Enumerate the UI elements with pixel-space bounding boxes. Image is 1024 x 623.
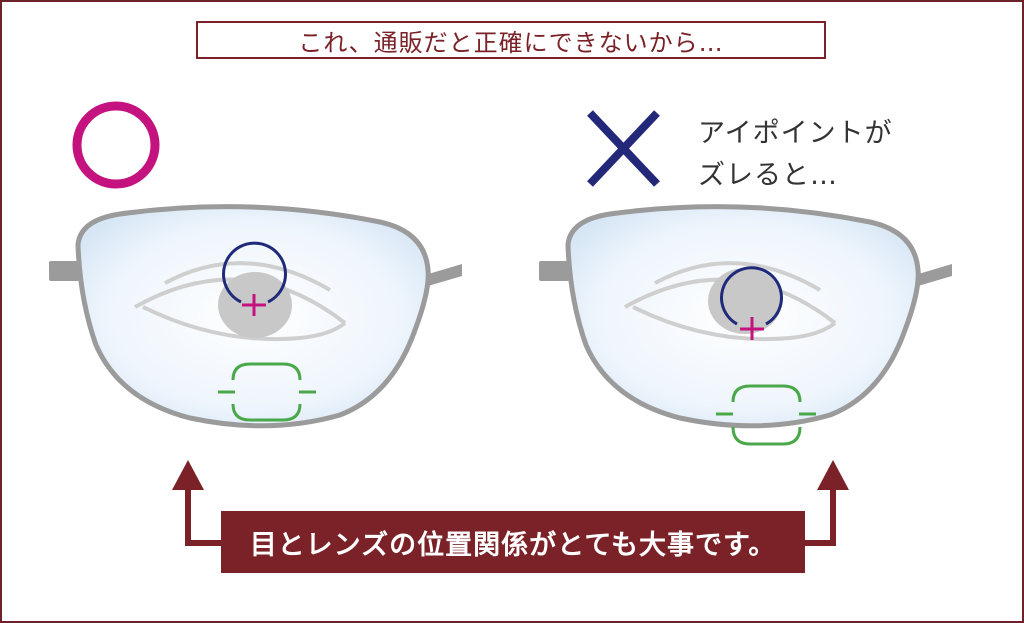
- title-text: これ、通販だと正確にできないから…: [298, 28, 724, 57]
- eyepoint-cross-icon: [740, 317, 764, 340]
- near-zone-icon: [716, 384, 816, 446]
- temple-right: [425, 264, 462, 286]
- arrow-right-icon: [800, 460, 849, 546]
- eyepoint-circle-icon: [720, 266, 783, 326]
- footer-message: 目とレンズの位置関係がとても大事です。: [249, 529, 777, 561]
- lens-incorrect: [539, 204, 952, 446]
- pupil: [708, 268, 782, 334]
- eyebrow-line: [164, 261, 332, 292]
- caption-line-2: ズレると…: [698, 160, 838, 191]
- footer-banner: 目とレンズの位置関係がとても大事です。: [221, 511, 805, 573]
- misalignment-caption: アイポイントが ズレると…: [698, 113, 893, 197]
- near-zone-icon: [218, 362, 316, 422]
- caption-line-1: アイポイントが: [698, 118, 893, 149]
- title-box: これ、通販だと正確にできないから…: [196, 21, 826, 59]
- eyepoint-cross-icon: [242, 294, 266, 316]
- arrow-left-icon: [172, 460, 225, 546]
- eyepoint-circle-icon: [222, 241, 287, 304]
- temple-left: [49, 261, 79, 281]
- lower-eyelid: [142, 305, 347, 342]
- lens-correct: [49, 204, 462, 429]
- incorrect-cross-icon: [587, 110, 660, 187]
- temple-left: [539, 261, 569, 281]
- correct-circle-icon: [72, 101, 160, 189]
- eyebrow-line: [654, 261, 822, 292]
- temple-right: [915, 264, 952, 286]
- lower-eyelid: [632, 305, 837, 342]
